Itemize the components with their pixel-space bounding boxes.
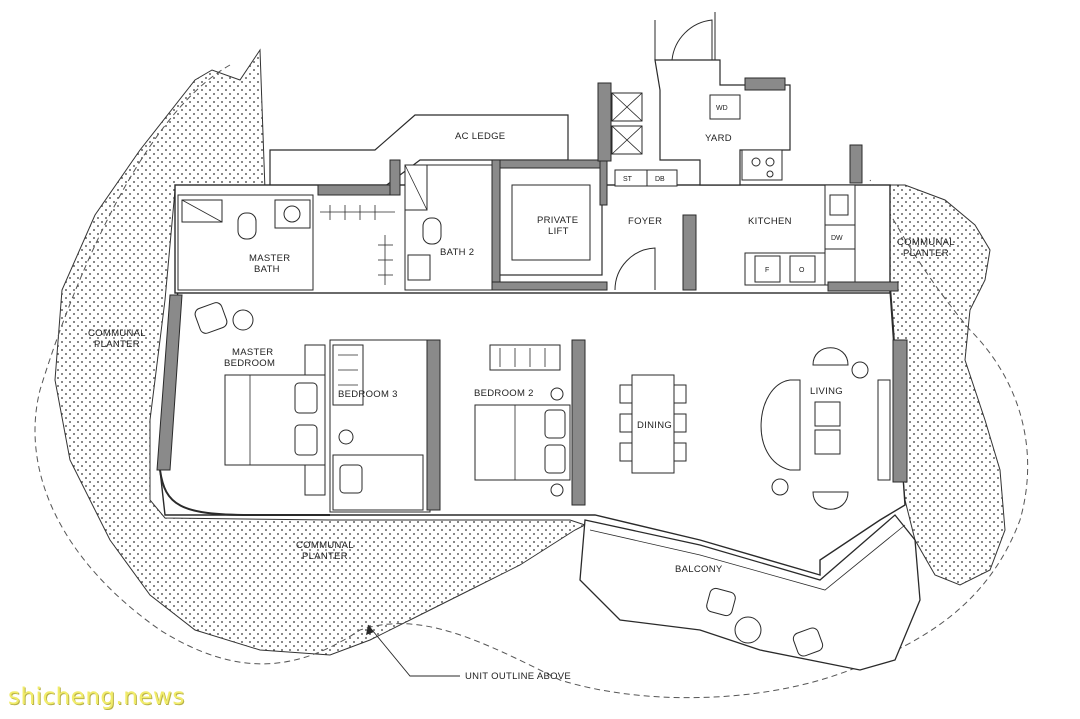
watermark: shicheng.news — [8, 684, 185, 710]
fridge — [754, 255, 781, 283]
lift-car — [511, 184, 591, 261]
balcony-outline — [579, 514, 921, 671]
wall-master-window — [156, 294, 183, 471]
toilet-master — [237, 212, 257, 240]
dining-chairs — [619, 384, 687, 462]
st-label: ST — [623, 176, 633, 183]
db-label: DB — [655, 176, 665, 183]
dining-table — [631, 374, 675, 474]
private-lift-label-1: PRIVATE — [537, 215, 578, 226]
balcony-label: BALCONY — [675, 564, 723, 575]
master-bath-label-1: MASTER — [249, 253, 290, 264]
dw-label: DW — [831, 235, 843, 242]
master-bedroom-label-2: BEDROOM — [224, 358, 275, 369]
planter-right-label-1: COMMUNAL — [897, 237, 955, 248]
wd-label: WD — [716, 105, 728, 112]
basin-bath2 — [407, 254, 431, 281]
coffee-table-2 — [814, 429, 841, 455]
kitchen-label: KITCHEN — [748, 216, 792, 227]
armchair-master — [194, 302, 254, 334]
fridge-label: F — [765, 267, 769, 274]
coffee-table-1 — [814, 401, 841, 427]
wall-south — [159, 469, 330, 516]
bath-2-label: BATH 2 — [440, 247, 474, 258]
nightstand-master-1 — [304, 344, 326, 376]
ac-ledge-label: AC LEDGE — [455, 131, 505, 142]
armchair-living-1 — [812, 347, 869, 379]
yard-door-swing — [671, 19, 713, 61]
planter-left-label-1: COMMUNAL — [88, 328, 146, 339]
yard-label: YARD — [705, 133, 732, 144]
master-bedroom-label-1: MASTER — [232, 347, 273, 358]
sofa — [760, 379, 801, 471]
wardrobe-rails-master — [320, 205, 395, 285]
planter-bottom-label-1: COMMUNAL — [296, 540, 354, 551]
bedroom-2-label: BEDROOM 2 — [474, 388, 534, 399]
db-cabinet — [646, 169, 678, 187]
hob — [741, 149, 783, 181]
foyer-label: FOYER — [628, 216, 662, 227]
unit-outline-above — [34, 64, 1029, 699]
foyer-door-swing — [614, 247, 656, 291]
balcony-furniture — [706, 587, 824, 657]
dishwasher — [824, 224, 856, 250]
tv-console — [877, 379, 891, 481]
oven — [789, 255, 816, 283]
sink — [829, 194, 849, 216]
living-label: LIVING — [810, 386, 843, 397]
toilet-bath2 — [422, 217, 442, 245]
nightstand-master-2 — [304, 464, 326, 496]
master-bath-label-2: BATH — [254, 264, 280, 275]
planter-bottom-label-2: PLANTER — [302, 551, 348, 562]
private-lift-label-2: LIFT — [548, 226, 569, 237]
yard-outline — [654, 59, 791, 186]
washer-dryer — [709, 94, 741, 120]
dining-label: DINING — [637, 420, 672, 431]
planter-left-label-2: PLANTER — [94, 339, 140, 350]
wardrobe-b2 — [489, 344, 561, 371]
annotation-label: UNIT OUTLINE ABOVE — [465, 671, 571, 682]
annotation-leader — [367, 624, 460, 677]
armchair-living-2 — [771, 478, 849, 510]
planter-right-label-2: PLANTER — [903, 248, 949, 259]
planter-left — [54, 48, 587, 656]
vanity — [274, 199, 311, 229]
bedroom-3-label: BEDROOM 3 — [338, 389, 398, 400]
oven-label: O — [799, 267, 805, 274]
